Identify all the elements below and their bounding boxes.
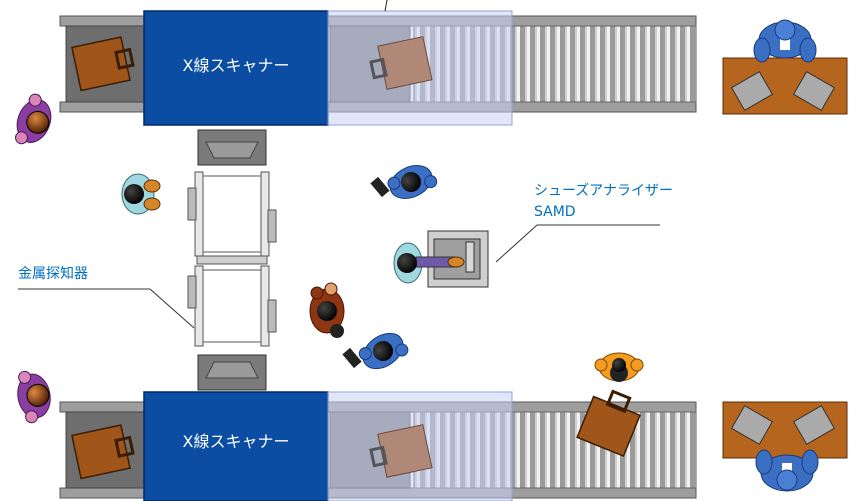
passenger-person	[121, 173, 161, 215]
passenger-person	[594, 352, 644, 382]
scanner-bottom-label: X線スキャナー	[183, 432, 290, 451]
staff-person-top	[753, 19, 817, 63]
shoe-analyzer-code-label: SAMD	[534, 204, 576, 220]
xray-scanner-top: X線スキャナー	[143, 10, 329, 126]
inspection-desk-top	[722, 57, 848, 115]
shoe-analyzer-callout: シューズアナライザー SAMD	[495, 183, 673, 263]
scanner-top-label: X線スキャナー	[183, 56, 290, 75]
xray-overlay-top	[327, 10, 513, 126]
passenger-person	[15, 93, 52, 145]
inspection-desk-bottom	[722, 401, 848, 459]
metal-detector-label: 金属探知器	[18, 265, 88, 282]
passenger-person	[17, 370, 51, 424]
passenger-person	[358, 332, 409, 370]
xray-overlay-bottom	[327, 391, 513, 501]
bag-icon	[71, 36, 135, 92]
bag-icon	[342, 347, 362, 369]
metal-detector-callout: 金属探知器	[18, 265, 195, 329]
staff-person-bottom	[755, 449, 819, 492]
bag-icon	[71, 424, 135, 480]
passenger-person	[309, 282, 345, 338]
shoe-analyzer-label: シューズアナライザー	[534, 183, 673, 199]
bag-icon	[370, 176, 390, 198]
metal-detector-gate	[187, 129, 277, 391]
passenger-person	[387, 165, 438, 199]
xray-scanner-bottom: X線スキャナー	[143, 391, 329, 501]
passenger-person	[393, 242, 465, 284]
bag-icon	[576, 389, 641, 458]
